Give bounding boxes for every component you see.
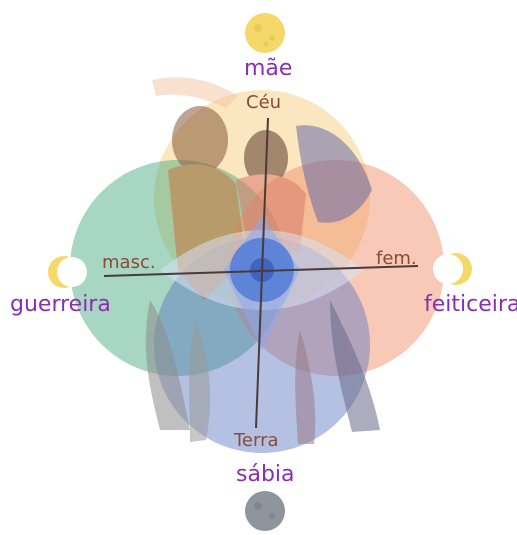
waning-crescent-moon-icon [433,253,472,285]
waxing-crescent-moon-icon [48,256,87,288]
axis-label-bottom: Terra [234,430,279,451]
role-label-top: mãe [244,56,293,81]
full-moon-icon [245,13,285,53]
role-label-right: feiticeira [424,292,517,317]
role-label-left: guerreira [10,292,111,317]
axis-label-left: masc. [102,252,156,273]
axis-label-right: fem. [376,248,417,269]
axis-label-top: Céu [246,92,282,113]
horizontal-axis-line [103,265,419,277]
new-moon-icon [245,491,285,531]
role-label-bottom: sábia [236,462,295,487]
vertical-axis-line [255,117,269,429]
